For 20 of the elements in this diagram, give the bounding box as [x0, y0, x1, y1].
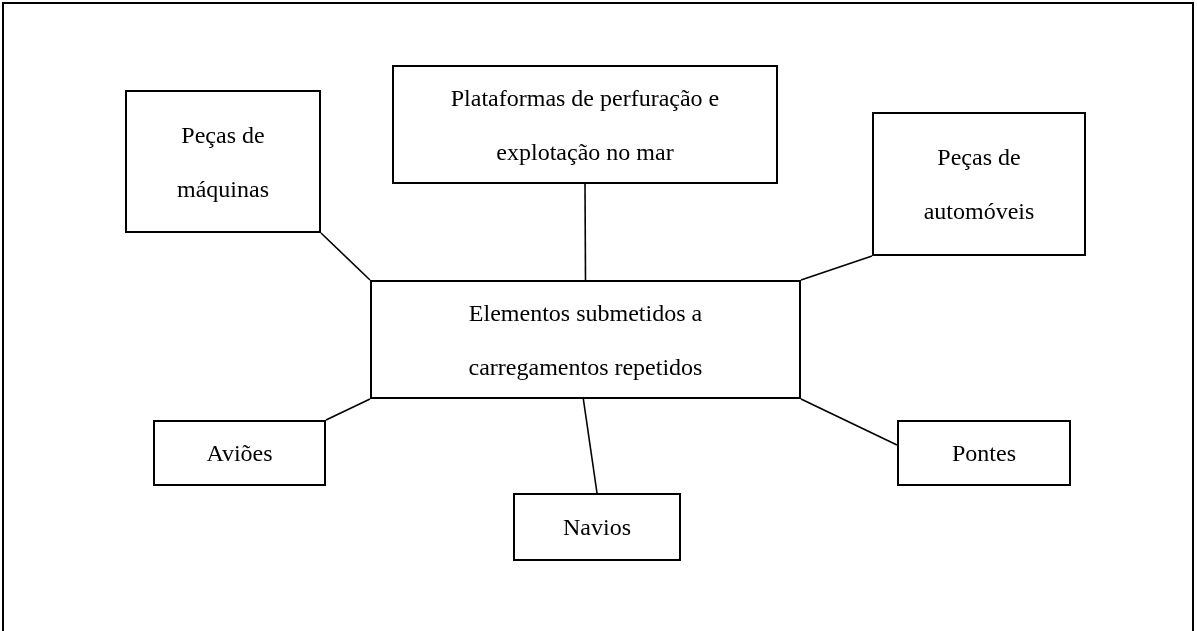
- connector-line: [800, 398, 898, 446]
- box-label: Pontes: [952, 439, 1016, 468]
- connector-line: [582, 398, 598, 494]
- text-box: [513, 493, 681, 561]
- box-label: Peças de automóveis: [922, 143, 1036, 226]
- connector-line: [320, 232, 371, 281]
- text-box: [897, 420, 1071, 486]
- text-box: [153, 420, 326, 486]
- text-box: [125, 90, 321, 233]
- text-box: [370, 280, 801, 399]
- box-label: Peças de máquinas: [176, 120, 270, 204]
- box-label: Aviões: [206, 439, 273, 468]
- box-label: Plataformas de perfuração e explotação no mar: [449, 83, 721, 167]
- box-label: Elementos submetidos a carregamentos repetidos: [467, 298, 704, 382]
- box-label: Navios: [563, 513, 631, 542]
- connector-line: [584, 183, 587, 281]
- text-box: [872, 112, 1086, 256]
- text-box: [392, 65, 778, 184]
- connector-line: [800, 255, 873, 281]
- connector-line: [325, 398, 371, 421]
